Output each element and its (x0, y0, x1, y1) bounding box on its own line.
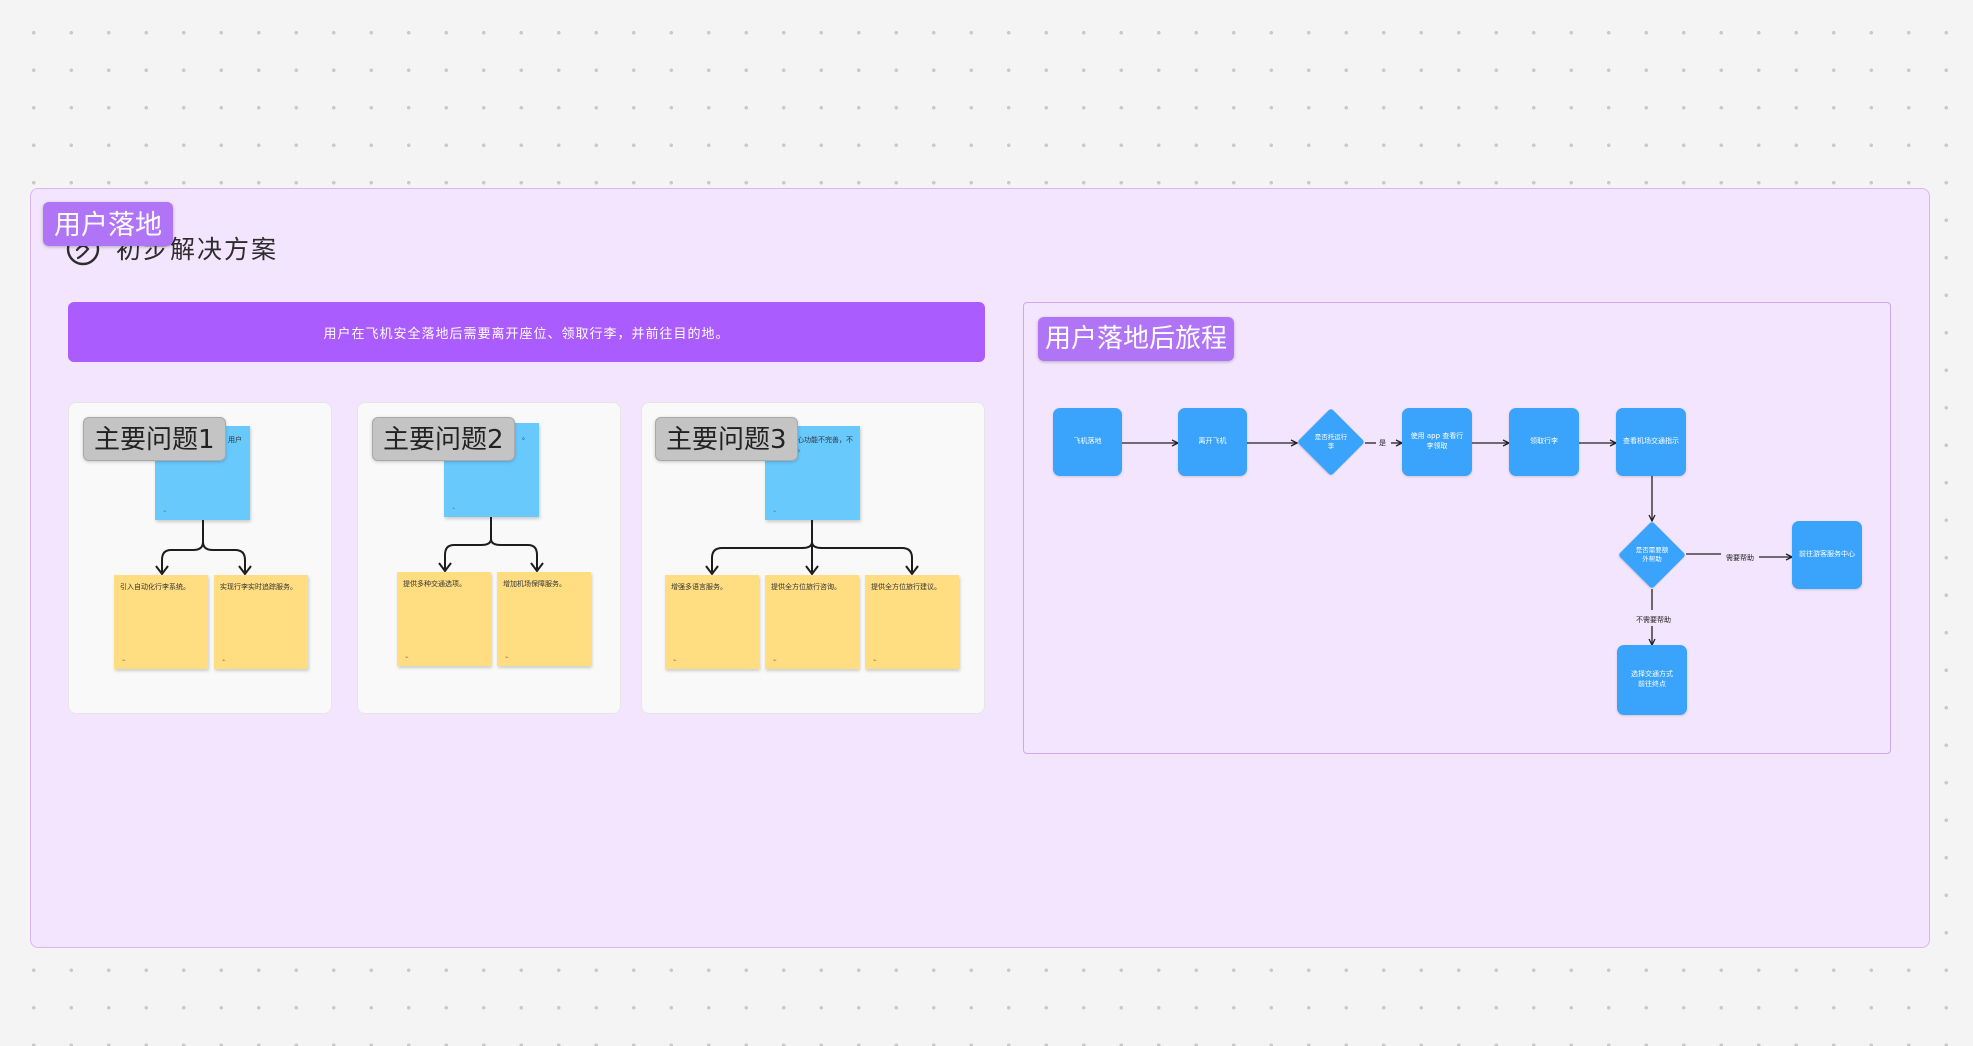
problem-tag-3[interactable]: 主要问题3 (655, 417, 798, 461)
note-author: ⌁ (405, 654, 409, 661)
edge-label-need-help: 需要帮助 (1726, 554, 1754, 562)
note-author: ⌁ (222, 657, 226, 664)
edge-label-no-help: 不需要帮助 (1636, 616, 1671, 624)
problem-tag-2[interactable]: 主要问题2 (372, 417, 515, 461)
note-author: ⌁ (673, 657, 677, 664)
issue-note-text: 。 (522, 433, 529, 441)
problem-statement-banner[interactable]: 用户在飞机安全落地后需要离开座位、领取行李，并前往目的地。 (68, 302, 985, 362)
solution-note[interactable]: 提供多种交通选项。 ⌁ (397, 572, 491, 666)
flow-decision-need-help[interactable]: 是否需要额外帮助 (1617, 521, 1687, 589)
flow-node-collect-baggage[interactable]: 领取行李 (1509, 408, 1579, 476)
solution-note[interactable]: 实现行李实时追踪服务。 ⌁ (214, 575, 308, 669)
note-author: ⌁ (773, 508, 777, 515)
solution-note[interactable]: 提供全方位旅行咨询。 ⌁ (765, 575, 859, 669)
journey-title-tag[interactable]: 用户落地后旅程 (1038, 317, 1235, 361)
journey-frame[interactable] (1023, 302, 1891, 754)
solution-note[interactable]: 引入自动化行李系统。 ⌁ (114, 575, 208, 669)
flow-node-landing[interactable]: 飞机落地 (1053, 408, 1122, 476)
note-author: ⌁ (163, 508, 167, 515)
decision-label: 是否需要额外帮助 (1635, 545, 1669, 563)
flow-node-choose-transport[interactable]: 选择交通方式前往终点 (1617, 645, 1687, 715)
edge-label-yes: 是 (1379, 439, 1386, 447)
issue-note-text: 用户 (228, 436, 242, 444)
tree-connector (155, 520, 252, 576)
tree-connector (438, 517, 544, 573)
note-author: ⌁ (122, 657, 126, 664)
tree-connector (705, 520, 919, 576)
solution-note-text: 提供全方位旅行咨询。 (771, 583, 841, 591)
solution-note-text: 增强多语言服务。 (671, 583, 727, 591)
note-author: ⌁ (873, 657, 877, 664)
solution-note-text: 实现行李实时追踪服务。 (220, 583, 297, 591)
decision-label: 是否托运行李 (1314, 432, 1348, 450)
flow-node-app-baggage[interactable]: 使用 app 查看行李领取 (1402, 408, 1472, 476)
section-tag[interactable]: 用户落地 (43, 202, 173, 246)
flow-node-visitor-center[interactable]: 前往游客服务中心 (1792, 521, 1862, 589)
solution-note-text: 引入自动化行李系统。 (120, 583, 190, 591)
flow-node-leave-plane[interactable]: 离开飞机 (1178, 408, 1247, 476)
solution-note[interactable]: 增加机场保障服务。 ⌁ (497, 572, 591, 666)
note-author: ⌁ (505, 654, 509, 661)
solution-note[interactable]: 提供全方位旅行建议。 ⌁ (865, 575, 959, 669)
note-author: ⌁ (452, 505, 456, 512)
solution-note-text: 提供全方位旅行建议。 (871, 583, 941, 591)
note-author: ⌁ (773, 657, 777, 664)
problem-tag-1[interactable]: 主要问题1 (83, 417, 226, 461)
flow-node-transport-signs[interactable]: 查看机场交通指示 (1616, 408, 1686, 476)
solution-note[interactable]: 增强多语言服务。 ⌁ (665, 575, 759, 669)
solution-note-text: 提供多种交通选项。 (403, 580, 466, 588)
flow-decision-checked-baggage[interactable]: 是否托运行李 (1297, 408, 1365, 476)
solution-note-text: 增加机场保障服务。 (503, 580, 566, 588)
